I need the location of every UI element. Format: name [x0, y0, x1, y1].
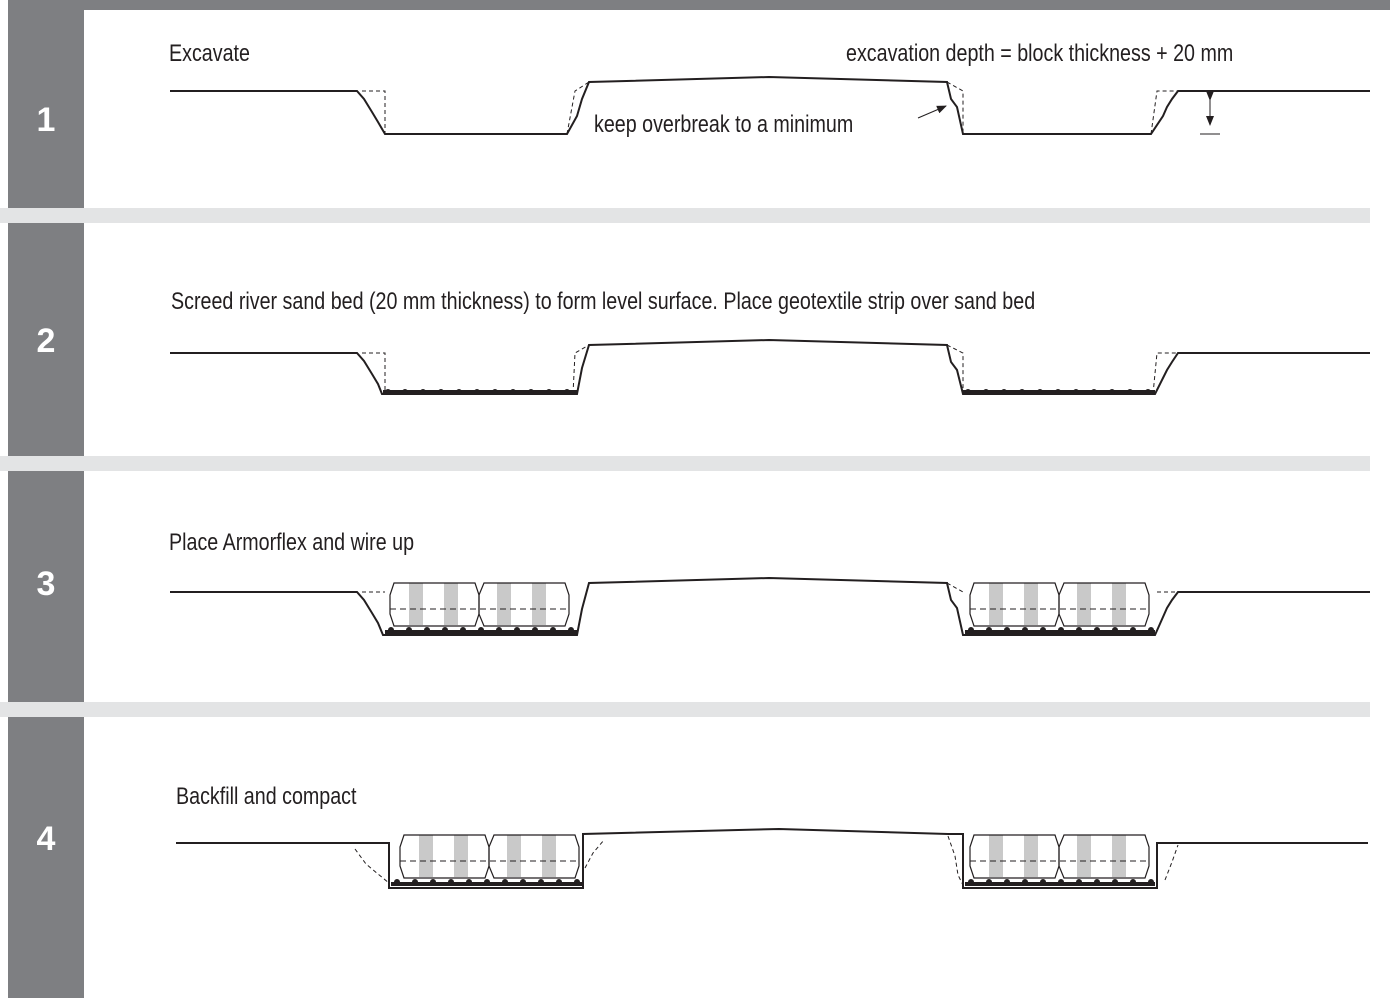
- step-3-title: Place Armorflex and wire up: [169, 529, 415, 556]
- step-3-blocks-right: [965, 582, 1155, 634]
- overbreak-arrow: [917, 105, 947, 119]
- step-3-number: 3: [36, 565, 56, 603]
- step-3-design-lines: [362, 582, 1178, 593]
- step-sidebar: [8, 0, 84, 998]
- step-4-blocks-left: [391, 834, 583, 886]
- step-4-backfill-lines: [354, 835, 1179, 886]
- step-1-design-lines: [362, 81, 1178, 135]
- depth-annotation: excavation depth = block thickness + 20 …: [846, 40, 1234, 67]
- depth-dimension-marker: [1200, 91, 1220, 135]
- step-1-profile: [170, 75, 1370, 135]
- step-3-profile: [170, 576, 1370, 636]
- step-4-blocks-right: [965, 834, 1155, 886]
- step-4-profile: [176, 827, 1368, 889]
- step-3-blocks-left: [385, 582, 577, 634]
- step-2-number: 2: [36, 322, 56, 360]
- step-2-sand-bed-left: [383, 389, 577, 395]
- step-2-sand-bed-right: [963, 389, 1155, 395]
- step-4-title: Backfill and compact: [176, 783, 357, 810]
- step-4-number: 4: [36, 820, 56, 858]
- top-bar: [84, 0, 1390, 10]
- step-1-title: Excavate: [169, 40, 250, 67]
- separator-3: [0, 702, 1370, 717]
- overbreak-annotation: keep overbreak to a minimum: [594, 111, 854, 138]
- separator-1: [0, 208, 1370, 223]
- separator-2: [0, 456, 1370, 471]
- step-2-profile: [170, 338, 1370, 395]
- step-2-title: Screed river sand bed (20 mm thickness) …: [171, 288, 1036, 315]
- step-2-design-lines: [362, 344, 1178, 395]
- step-1-number: 1: [36, 101, 56, 139]
